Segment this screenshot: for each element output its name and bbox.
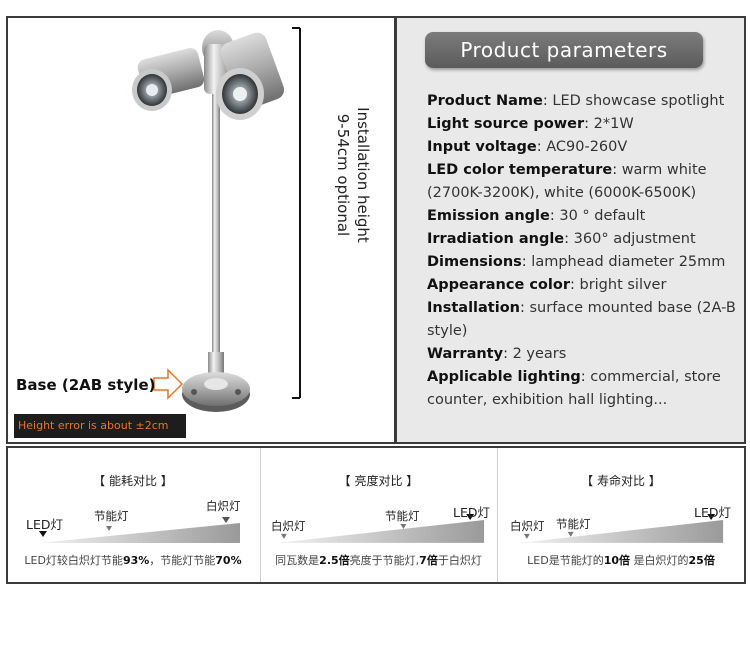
product-frame: Installation height 9-54cm optional Base… — [6, 16, 746, 444]
label-cfl: 节能灯 — [385, 509, 420, 523]
param-key: Applicable lighting — [427, 369, 581, 385]
param-key: Dimensions — [427, 254, 522, 270]
param-row: Installation: surface mounted base (2A-B… — [427, 300, 736, 339]
base-arrow-icon — [153, 368, 184, 400]
param-row: Irradiation angle: 360° adjustment — [427, 231, 696, 247]
comparison-note: LED灯较白炽灯节能93%，节能灯节能70% — [8, 552, 258, 568]
param-value: AC90-260V — [546, 139, 628, 155]
comparison-title: 【 能耗对比 】 — [93, 474, 173, 488]
note-highlight: 2.5倍 — [319, 554, 350, 567]
param-key: Light source power — [427, 116, 585, 132]
comparison-frame: 【 能耗对比 】 LED灯 节能灯 白炽灯 LED灯较白炽灯节能93%，节能灯节… — [6, 446, 746, 584]
marker-incandescent-icon — [280, 533, 287, 539]
lamp-base — [182, 352, 250, 412]
marker-cfl-icon — [567, 531, 574, 537]
label-incandescent: 白炽灯 — [510, 519, 545, 533]
comparison-title: 【 亮度对比 】 — [338, 474, 419, 488]
lamp-illustration — [132, 27, 301, 412]
marker-incandescent-icon — [222, 517, 230, 523]
note-highlight: 10倍 — [603, 554, 631, 567]
comparison-wedge — [276, 514, 485, 543]
note-highlight: 7倍 — [419, 554, 438, 567]
param-row: LED color temperature: warm white (2700K… — [427, 162, 707, 201]
base-style-label: Base (2AB style) — [16, 376, 156, 394]
lifespan-comparison: 【 寿命对比 】 白炽灯 节能灯 LED灯 LED是节能灯的10倍 是白炽灯的2… — [497, 448, 744, 582]
param-value: commercial, store counter, exhibition ha… — [427, 369, 721, 408]
note-text: 是白炽灯的 — [633, 554, 689, 567]
param-row: Light source power: 2*1W — [427, 116, 634, 132]
installation-height-line2: 9-54cm optional — [334, 113, 352, 237]
note-text: 同瓦数是 — [275, 554, 320, 567]
note-text: ，节能灯节能 — [149, 554, 216, 567]
param-key: Warranty — [427, 346, 504, 362]
param-value: surface mounted base (2A-B style) — [427, 300, 736, 339]
param-row: Applicable lighting: commercial, store c… — [427, 369, 721, 408]
height-dimension-bracket — [292, 27, 301, 399]
param-key: Appearance color — [427, 277, 570, 293]
label-incandescent: 白炽灯 — [206, 499, 241, 513]
comparison-note: 同瓦数是2.5倍亮度于节能灯,7倍于白炽灯 — [261, 552, 496, 568]
label-led: LED灯 — [453, 505, 490, 520]
param-row: Input voltage: AC90-260V — [427, 139, 628, 155]
param-key: Input voltage — [427, 139, 537, 155]
note-highlight: 93% — [122, 554, 150, 567]
comparison-note: LED是节能灯的10倍 是白炽灯的25倍 — [498, 552, 744, 568]
param-value: 2*1W — [593, 116, 634, 132]
param-value: 30 ° default — [559, 208, 646, 224]
param-value: 2 years — [512, 346, 567, 362]
note-text: LED是节能灯的 — [527, 554, 604, 567]
marker-led-icon — [39, 531, 47, 537]
param-row: Emission angle: 30 ° default — [427, 208, 646, 224]
note-text: LED灯较白炽灯节能 — [24, 554, 123, 567]
lamp-illustration-panel: Installation height 9-54cm optional Base… — [8, 18, 394, 442]
param-row: Appearance color: bright silver — [427, 277, 667, 293]
parameter-list: Product Name: LED showcase spotlight Lig… — [427, 90, 747, 412]
marker-cfl-icon — [106, 526, 112, 531]
marker-incandescent-icon — [523, 533, 530, 539]
lamp-head-right — [216, 32, 285, 120]
comparison-wedge — [38, 517, 240, 543]
param-value: warm white (2700K-3200K), white (6000K-6… — [427, 162, 707, 201]
param-value: 360° adjustment — [573, 231, 696, 247]
lamp-head-left — [132, 48, 205, 111]
param-key: Emission angle — [427, 208, 550, 224]
comparison-wedge — [519, 514, 724, 543]
note-highlight: 70% — [215, 554, 242, 567]
param-value: bright silver — [579, 277, 667, 293]
height-error-note: Height error is about ±2cm — [14, 414, 186, 438]
param-key: Irradiation angle — [427, 231, 565, 247]
param-row: Warranty: 2 years — [427, 346, 567, 362]
label-led: LED灯 — [26, 517, 63, 532]
marker-led-icon — [466, 514, 475, 520]
product-parameters-panel: Product parameters Product Name: LED sho… — [394, 18, 744, 442]
comparison-title: 【 寿命对比 】 — [581, 474, 661, 488]
marker-led-icon — [707, 514, 716, 520]
product-parameters-title: Product parameters — [425, 32, 703, 68]
param-value: lamphead diameter 25mm — [531, 254, 726, 270]
label-cfl: 节能灯 — [94, 509, 129, 523]
energy-comparison: 【 能耗对比 】 LED灯 节能灯 白炽灯 LED灯较白炽灯节能93%，节能灯节… — [8, 448, 258, 582]
note-text: 亮度于节能灯, — [349, 554, 420, 567]
param-key: LED color temperature — [427, 162, 613, 178]
installation-height-line1: Installation height — [354, 107, 372, 243]
param-row: Product Name: LED showcase spotlight — [427, 93, 725, 109]
installation-height-label: Installation height 9-54cm optional — [323, 90, 373, 260]
param-value: LED showcase spotlight — [552, 93, 725, 109]
param-key: Product Name — [427, 93, 543, 109]
label-cfl: 节能灯 — [556, 517, 591, 531]
param-row: Dimensions: lamphead diameter 25mm — [427, 254, 726, 270]
label-incandescent: 白炽灯 — [271, 519, 306, 533]
label-led: LED灯 — [694, 505, 731, 520]
marker-cfl-icon — [400, 523, 407, 529]
lamp-pole — [212, 88, 220, 376]
note-text: 于白炽灯 — [437, 554, 482, 567]
note-highlight: 25倍 — [688, 554, 715, 567]
param-key: Installation — [427, 300, 520, 316]
brightness-comparison: 【 亮度对比 】 白炽灯 节能灯 LED灯 同瓦数是2.5倍亮度于节能灯,7倍于… — [260, 448, 496, 582]
